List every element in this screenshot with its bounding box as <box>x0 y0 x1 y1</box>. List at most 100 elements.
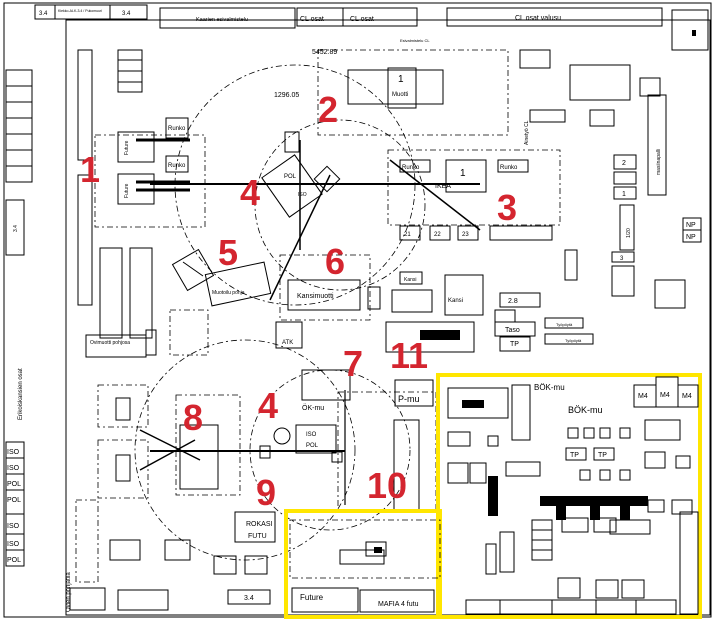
bok-mu-label-2: BÖK-mu <box>568 405 603 415</box>
muotti-label: Muotti <box>392 92 408 98</box>
esivalmistelu-cl-label: Esivalmistelu CL <box>400 38 430 43</box>
area-2-mould: 1 Muotti Esivalmistelu CL 5452.89 1296.0… <box>274 38 509 136</box>
atk-label: ATK <box>282 340 293 346</box>
iso-label-bottom: ISO <box>306 432 317 438</box>
title-cell-1: 3.4 <box>39 11 48 17</box>
rokasi-label: ROKASI <box>246 521 273 528</box>
highlight-zone-bottom <box>284 509 442 619</box>
area-number-6: 6 <box>325 241 345 282</box>
cl-osat-valusu-label: CL osat valusu <box>515 15 561 22</box>
dim-2: 1296.05 <box>274 92 299 99</box>
future-label-1: Future <box>124 140 130 155</box>
pol-label-top: POL <box>284 174 297 180</box>
mafia-label: MAFIA 4 futu <box>378 601 419 608</box>
n34-bottom: 3.4 <box>244 595 254 602</box>
m4-label-2: M4 <box>660 392 670 399</box>
runko-label-3: Runko <box>402 165 420 171</box>
area-11-equipment: Kansi Kansi 2.8 Taso TP Työpöytä Työpöyt… <box>385 271 594 407</box>
highlight-zone-right <box>436 373 702 619</box>
area-9: ROKASI FUTU 3.4 <box>69 499 276 611</box>
left-racks: Ovimuotti pohjosa <box>77 49 209 358</box>
kansi-label-2: Kansi <box>448 298 463 304</box>
ok-mu-label: ÖK-mu <box>302 404 324 412</box>
area-numbers: 1 2 3 4 5 6 7 8 4 9 10 11 <box>80 89 517 513</box>
n1: 1 <box>622 191 626 198</box>
muotti-number: 1 <box>398 74 404 85</box>
area-1-presses: Runko Runko Future Future <box>94 117 206 228</box>
area-number-10: 10 <box>367 465 407 506</box>
right-zone-equipment: BÖK-mu BÖK-mu M4 M4 M4 TP TP <box>447 376 699 615</box>
area-number-3: 3 <box>497 187 517 228</box>
ovimuotti-label: Ovimuotti pohjosa <box>90 340 130 346</box>
ikea-label: IKEA <box>435 183 451 190</box>
m4-label-1: M4 <box>638 393 648 400</box>
dim-1: 5452.89 <box>312 49 337 56</box>
left-cell-34: 3.4 <box>13 225 19 232</box>
ainetyo-label: Ainetyö CL <box>524 120 530 145</box>
n2: 2 <box>622 160 626 167</box>
n23: 23 <box>462 232 469 238</box>
cl-osat-headers: CL osat CL osat CL osat valusu <box>296 7 709 51</box>
inner-wall <box>65 19 711 616</box>
cl-osat-label-1: CL osat <box>300 16 324 23</box>
runko-label-4: Runko <box>500 165 518 171</box>
muotti-number-3: 1 <box>460 168 466 179</box>
left-iso-1: ISO <box>7 449 20 456</box>
side-label: Erikoiskansien osat <box>18 368 24 420</box>
pol-label-bottom: POL <box>306 443 319 449</box>
n21: 21 <box>404 232 411 238</box>
n28: 2.8 <box>508 298 518 305</box>
area-number-4-top: 4 <box>240 172 260 213</box>
np-1: NP <box>686 222 696 229</box>
iso-label-top: ISO <box>298 192 307 198</box>
title-cell-2: Kiekko-ALK-3.4 / Pukomuuri <box>58 9 102 13</box>
taso-label: Taso <box>505 327 520 334</box>
cl-osat-label-2: CL osat <box>350 16 374 23</box>
future-label-2: Future <box>124 183 130 198</box>
left-pol-3: POL <box>7 557 21 564</box>
kaaren-label: Kaarien esivalmistelu <box>196 17 248 23</box>
future-bottom-label: Future <box>300 593 324 602</box>
area-number-4-bottom: 4 <box>258 385 278 426</box>
left-iso-4: ISO <box>7 541 20 548</box>
area-8-cell <box>97 384 345 499</box>
robot-cell-top: POL ISO <box>150 131 481 301</box>
kansi-label: Kansi <box>404 277 417 283</box>
tp-label: TP <box>510 341 519 348</box>
np-2: NP <box>686 234 696 241</box>
muotoilu-label: Muotoilu pohja <box>212 290 245 296</box>
left-pol-2: POL <box>7 497 21 504</box>
left-iso-3: ISO <box>7 523 20 530</box>
area-number-1: 1 <box>80 149 100 190</box>
runko-label-2: Runko <box>168 163 186 169</box>
ovien-pohjatila-label: Ovien pohjatila <box>66 572 72 612</box>
area-number-2: 2 <box>318 89 338 130</box>
left-pol-1: POL <box>7 481 21 488</box>
left-iso-2: ISO <box>7 465 20 472</box>
p-mu-label: P-mu <box>398 394 420 404</box>
area-number-7: 7 <box>343 343 363 384</box>
area-3-mould: Runko Runko 1 IKEA 21 22 23 <box>387 149 561 241</box>
tyopoyta-label-1: Työpöytä <box>556 322 573 327</box>
area-number-11: 11 <box>390 335 428 376</box>
tyopoyta-label-2: Työpöytä <box>565 338 582 343</box>
runko-label-1: Runko <box>168 126 186 132</box>
tp-label-2: TP <box>570 452 579 459</box>
area-number-8: 8 <box>183 397 203 438</box>
masiinapalli-label: masiinapalli <box>656 149 662 175</box>
left-column: 3.4 Erikoiskansien osat ISO ISO POL POL … <box>5 69 72 612</box>
title-cell-3: 3.4 <box>122 11 131 17</box>
kansimuotti-label: Kansimuotti <box>297 293 334 300</box>
bok-mu-label-1: BÖK-mu <box>534 383 565 392</box>
right-upper-equipment: Ainetyö CL masiinapalli 2 1 1/20 3 NP NP <box>519 49 702 309</box>
tp-label-3: TP <box>598 452 607 459</box>
n22: 22 <box>434 232 441 238</box>
title-block: 3.4 Kiekko-ALK-3.4 / Pukomuuri 3.4 Kaari… <box>34 4 296 29</box>
n3: 3 <box>620 256 624 262</box>
futu-label: FUTU <box>248 533 267 540</box>
bottom-zone-equipment: Future MAFIA 4 futu <box>289 519 441 613</box>
area-number-9: 9 <box>256 472 276 513</box>
area-5-6: Muotoilu pohja Kansimuotti ATK <box>171 248 381 349</box>
n120-label: 1/20 <box>626 228 632 238</box>
